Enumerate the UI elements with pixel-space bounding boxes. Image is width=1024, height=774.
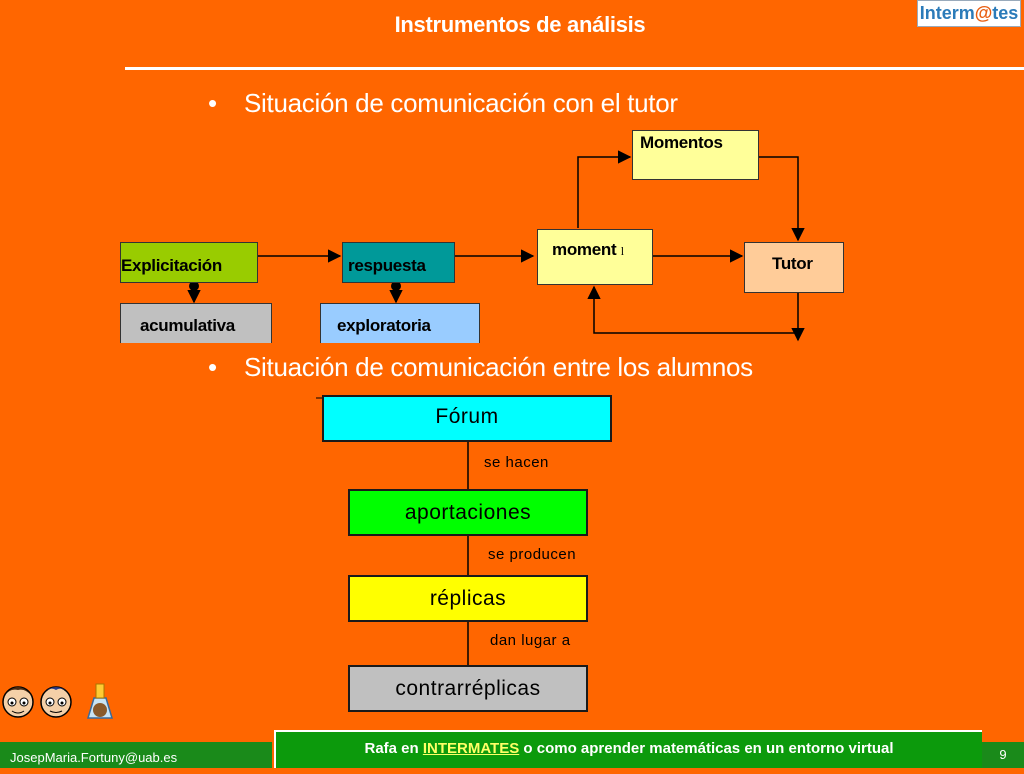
cartoon-faces-icon xyxy=(2,683,114,719)
title-divider xyxy=(125,67,1024,70)
bullet-tutor: •Situación de comunicación con el tutor xyxy=(208,88,678,118)
node-exploratoria: exploratoria xyxy=(320,303,480,343)
node-replicas: réplicas xyxy=(348,575,588,622)
footer-caption: Rafa en INTERMATES o como aprender matem… xyxy=(274,730,982,768)
page-number: 9 xyxy=(982,742,1024,768)
node-forum: Fórum xyxy=(322,395,612,442)
slide-title: Instrumentos de análisis xyxy=(394,12,646,37)
node-moment: moment l xyxy=(537,229,653,285)
node-respuesta: respuesta xyxy=(342,242,455,283)
node-contrarreplicas: contrarréplicas xyxy=(348,665,588,712)
arrow-momentos-tutor xyxy=(759,156,805,242)
intermates-link[interactable]: INTERMATES xyxy=(422,740,520,757)
node-aportaciones: aportaciones xyxy=(348,489,588,536)
bullet-alumnos: •Situación de comunicación entre los alu… xyxy=(208,352,753,382)
intermates-logo: Interm@tes xyxy=(917,0,1021,27)
node-explicitacion: Explicitación xyxy=(120,242,258,283)
edge-dan-lugar-a: dan lugar a xyxy=(490,632,571,649)
edge-se-producen: se producen xyxy=(488,546,577,563)
edge-se-hacen: se hacen xyxy=(484,454,549,471)
node-acumulativa: acumulativa xyxy=(120,303,272,343)
footer-email: JosepMaria.Fortuny@uab.es xyxy=(0,742,272,768)
arrow-moment-momentos xyxy=(577,150,632,228)
node-tutor: Tutor xyxy=(744,242,844,293)
arrow-loop-moment xyxy=(587,285,798,334)
node-momentos: Momentos xyxy=(632,130,759,180)
